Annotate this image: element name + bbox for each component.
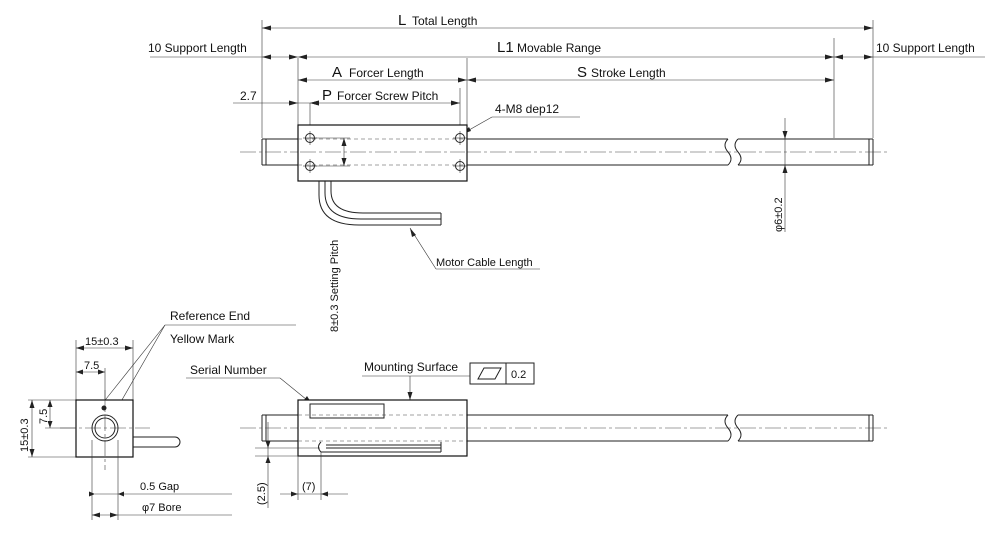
total-length-symbol: L (398, 12, 406, 29)
shaft-diameter: φ6±0.2 (773, 197, 785, 232)
total-length-label: Total Length (412, 14, 477, 28)
cable-offset: (2.5) (256, 482, 268, 505)
flatness-callout: 0.2 (469, 362, 535, 385)
end-height: 15±0.3 (19, 418, 31, 452)
serial-number-label: Serial Number (190, 363, 267, 377)
stroke-length-symbol: S (577, 64, 587, 81)
end-width: 15±0.3 (85, 336, 119, 348)
cable-label: Motor Cable Length (436, 257, 533, 269)
reference-end-label: Reference End (170, 309, 250, 323)
movable-range-symbol: L1 (497, 39, 514, 56)
yellow-mark-label: Yellow Mark (170, 332, 235, 346)
end-half-height: 7.5 (38, 409, 50, 424)
bore-label: φ7 Bore (142, 502, 182, 514)
cable-length: (7) (302, 481, 315, 493)
screw-pitch-label: Forcer Screw Pitch (337, 89, 438, 103)
motor-cable (318, 181, 442, 226)
flatness-value: 0.2 (511, 369, 526, 381)
serial-number-plate (309, 403, 385, 419)
side-view: Serial Number Mounting Surface 0.2 (186, 360, 890, 508)
end-half-width: 7.5 (84, 360, 99, 372)
yellow-mark (101, 405, 107, 411)
support-length-right: 10 Support Length (876, 41, 975, 55)
movable-range-label: Movable Range (517, 41, 601, 55)
forcer-block (297, 124, 468, 182)
forcer-length-symbol: A (332, 64, 342, 81)
top-view: L Total Length L1 Movable Range 10 Suppo… (148, 12, 985, 332)
offset-dimension: 2.7 (240, 89, 257, 103)
stroke-length-label: Stroke Length (591, 66, 666, 80)
setting-pitch: 8±0.3 Setting Pitch (329, 240, 341, 332)
support-length-left: 10 Support Length (148, 41, 247, 55)
screw-note: 4-M8 dep12 (495, 102, 559, 116)
gap-label: 0.5 Gap (140, 481, 179, 493)
forcer-length-label: Forcer Length (349, 66, 424, 80)
end-view: Reference End Yellow Mark 15±0.3 7.5 15±… (19, 309, 296, 520)
mounting-surface-label: Mounting Surface (364, 360, 458, 374)
screw-pitch-symbol: P (322, 87, 332, 104)
